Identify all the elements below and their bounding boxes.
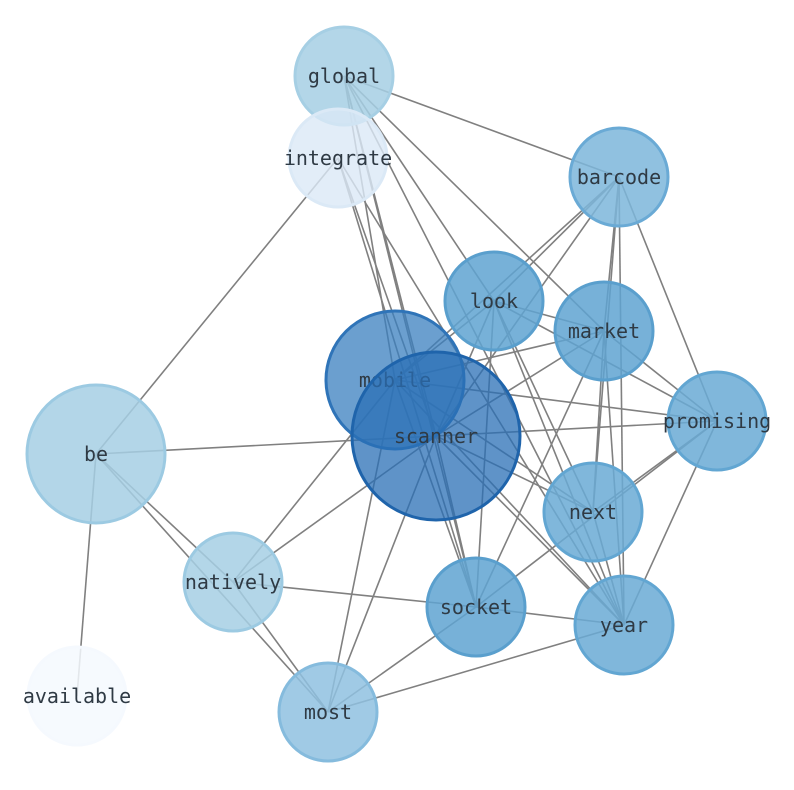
node-circle-market <box>553 280 655 382</box>
node-promising: promising <box>663 370 771 472</box>
node-socket: socket <box>425 556 527 658</box>
node-integrate: integrate <box>284 107 392 209</box>
node-label-global: global <box>308 64 380 88</box>
node-label-barcode: barcode <box>577 165 661 189</box>
node-label-socket: socket <box>440 595 512 619</box>
node-circle-socket <box>425 556 527 658</box>
node-barcode: barcode <box>568 126 670 228</box>
node-label-integrate: integrate <box>284 146 392 170</box>
edge-global-market <box>343 75 605 332</box>
node-label-promising: promising <box>663 409 771 433</box>
node-label-scanner: scanner <box>394 424 478 448</box>
edge-look-year <box>493 300 625 626</box>
node-circle-next <box>542 461 644 563</box>
node-most: most <box>277 661 379 763</box>
node-circle-available <box>26 645 128 747</box>
node-circle-look <box>443 250 545 352</box>
node-natively: natively <box>182 531 284 633</box>
node-layer: globalintegratebarcodelookmarketmobilesc… <box>23 25 771 763</box>
node-circle-scanner <box>350 350 522 522</box>
node-market: market <box>553 280 655 382</box>
node-label-look: look <box>470 289 518 313</box>
node-label-next: next <box>569 500 617 524</box>
node-scanner: scanner <box>350 350 522 522</box>
node-next: next <box>542 461 644 563</box>
node-look: look <box>443 250 545 352</box>
node-available: available <box>23 645 131 747</box>
node-be: be <box>25 383 167 525</box>
node-label-be: be <box>84 442 108 466</box>
node-global: global <box>293 25 395 127</box>
node-label-natively: natively <box>185 570 281 594</box>
node-circle-barcode <box>568 126 670 228</box>
node-label-available: available <box>23 684 131 708</box>
node-year: year <box>573 574 675 676</box>
node-circle-promising <box>666 370 768 472</box>
node-circle-be <box>25 383 167 525</box>
edge-market-socket <box>475 330 605 608</box>
node-label-market: market <box>568 319 640 343</box>
node-circle-most <box>277 661 379 763</box>
edge-year-most <box>327 624 625 713</box>
node-circle-natively <box>182 531 284 633</box>
node-label-year: year <box>600 613 648 637</box>
node-circle-year <box>573 574 675 676</box>
node-label-most: most <box>304 700 352 724</box>
node-circle-integrate <box>287 107 389 209</box>
